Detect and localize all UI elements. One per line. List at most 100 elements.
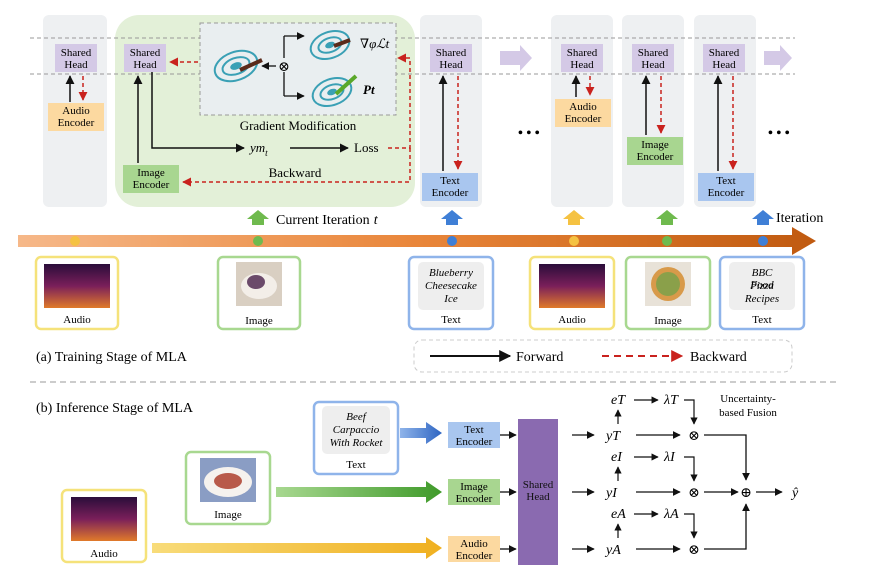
- y-t-label: yT: [604, 429, 621, 444]
- svg-text:Recipes: Recipes: [744, 293, 779, 305]
- spectrogram-image: [44, 264, 110, 308]
- iteration-label: Iteration: [776, 211, 823, 226]
- projection-symbol: Pt: [363, 82, 375, 97]
- otimes-a: ⊗: [688, 543, 700, 558]
- legend-forward-label: Forward: [516, 350, 563, 365]
- input-card-audio-1: Audio: [34, 255, 120, 331]
- panel-image-2: [622, 15, 684, 207]
- loss-contour-icon-bottom: [311, 74, 358, 108]
- input-card-audio-2: Audio: [528, 255, 616, 331]
- backward-arrow-to-image-encoder: [182, 148, 411, 187]
- svg-text:Pizza: Pizza: [749, 280, 774, 292]
- svg-text:Audio: Audio: [90, 548, 118, 560]
- timeline-dot-image-1: [253, 236, 263, 246]
- svg-text:Audio: Audio: [63, 314, 91, 326]
- inference-audio-card: Audio: [60, 488, 148, 564]
- up-arrow-image: [247, 210, 269, 225]
- y-i-label: yI: [604, 486, 618, 501]
- svg-text:Blueberry: Blueberry: [429, 267, 473, 279]
- legend-backward-label: Backward: [690, 350, 747, 365]
- up-arrow-audio-2: [563, 210, 585, 225]
- up-arrow-image-2: [656, 210, 678, 225]
- svg-text:Image: Image: [245, 315, 273, 327]
- loss-contour-icon-top: [309, 29, 351, 61]
- up-arrow-text-1: [441, 210, 463, 225]
- input-card-image-2: Image: [624, 255, 712, 331]
- svg-text:Ice: Ice: [443, 293, 458, 305]
- gradient-modification-box: ⊗ ∇φℒt Pt: [199, 22, 397, 116]
- input-card-image-1: Image: [216, 255, 302, 331]
- otimes-t: ⊗: [688, 429, 700, 444]
- timeline-dot-image-2: [662, 236, 672, 246]
- ellipsis-1: • • •: [518, 126, 540, 141]
- timeline-dot-audio-1: [70, 236, 80, 246]
- otimes-i: ⊗: [688, 486, 700, 501]
- e-i-label: eI: [611, 450, 623, 465]
- svg-text:Text: Text: [752, 314, 771, 326]
- loss-label: Loss: [354, 140, 379, 155]
- timeline-dot-text-1: [447, 236, 457, 246]
- text-input-arrow: [400, 422, 442, 444]
- inference-text-card: Beef Carpaccio With Rocket Text: [312, 400, 400, 476]
- input-card-text-1: Blueberry Cheesecake Ice Text: [407, 255, 495, 331]
- e-a-label: eA: [611, 507, 626, 522]
- svg-text:Carpaccio: Carpaccio: [333, 424, 380, 436]
- forward-arrow-head-to-output: [151, 72, 245, 153]
- iteration-timeline: [18, 227, 816, 255]
- ym-label: ymt: [248, 140, 268, 158]
- fusion-title-line1: Uncertainty-: [720, 393, 776, 405]
- svg-text:Text: Text: [346, 459, 365, 471]
- backward-label: Backward: [269, 165, 322, 180]
- svg-text:Image: Image: [214, 509, 242, 521]
- fusion-title-line2: based Fusion: [719, 407, 777, 419]
- training-stage-caption: (a) Training Stage of MLA: [36, 350, 188, 365]
- audio-input-arrow: [152, 537, 442, 559]
- e-t-label: eT: [611, 393, 626, 408]
- inference-spectrogram: [71, 497, 137, 541]
- y-a-label: yA: [604, 543, 621, 558]
- gradient-symbol: ∇φℒt: [360, 36, 390, 51]
- up-arrow-text-2: [752, 210, 774, 225]
- lambda-a-label: λA: [663, 507, 679, 522]
- ellipsis-2: • • •: [768, 126, 790, 141]
- svg-text:Audio: Audio: [558, 314, 586, 326]
- timeline-dot-audio-2: [569, 236, 579, 246]
- spectrogram-image-2: [539, 264, 605, 308]
- svg-text:With Rocket: With Rocket: [330, 437, 384, 449]
- oplus-symbol: ⊕: [740, 486, 752, 501]
- gradient-modification-label: Gradient Modification: [240, 118, 357, 133]
- y-hat-label: ŷ: [790, 486, 799, 501]
- lambda-i-label: λI: [663, 450, 676, 465]
- backward-arrow-loss-to-box: [388, 53, 411, 149]
- shared-arrow-2: [764, 45, 792, 71]
- inference-image-card: Image: [184, 450, 272, 526]
